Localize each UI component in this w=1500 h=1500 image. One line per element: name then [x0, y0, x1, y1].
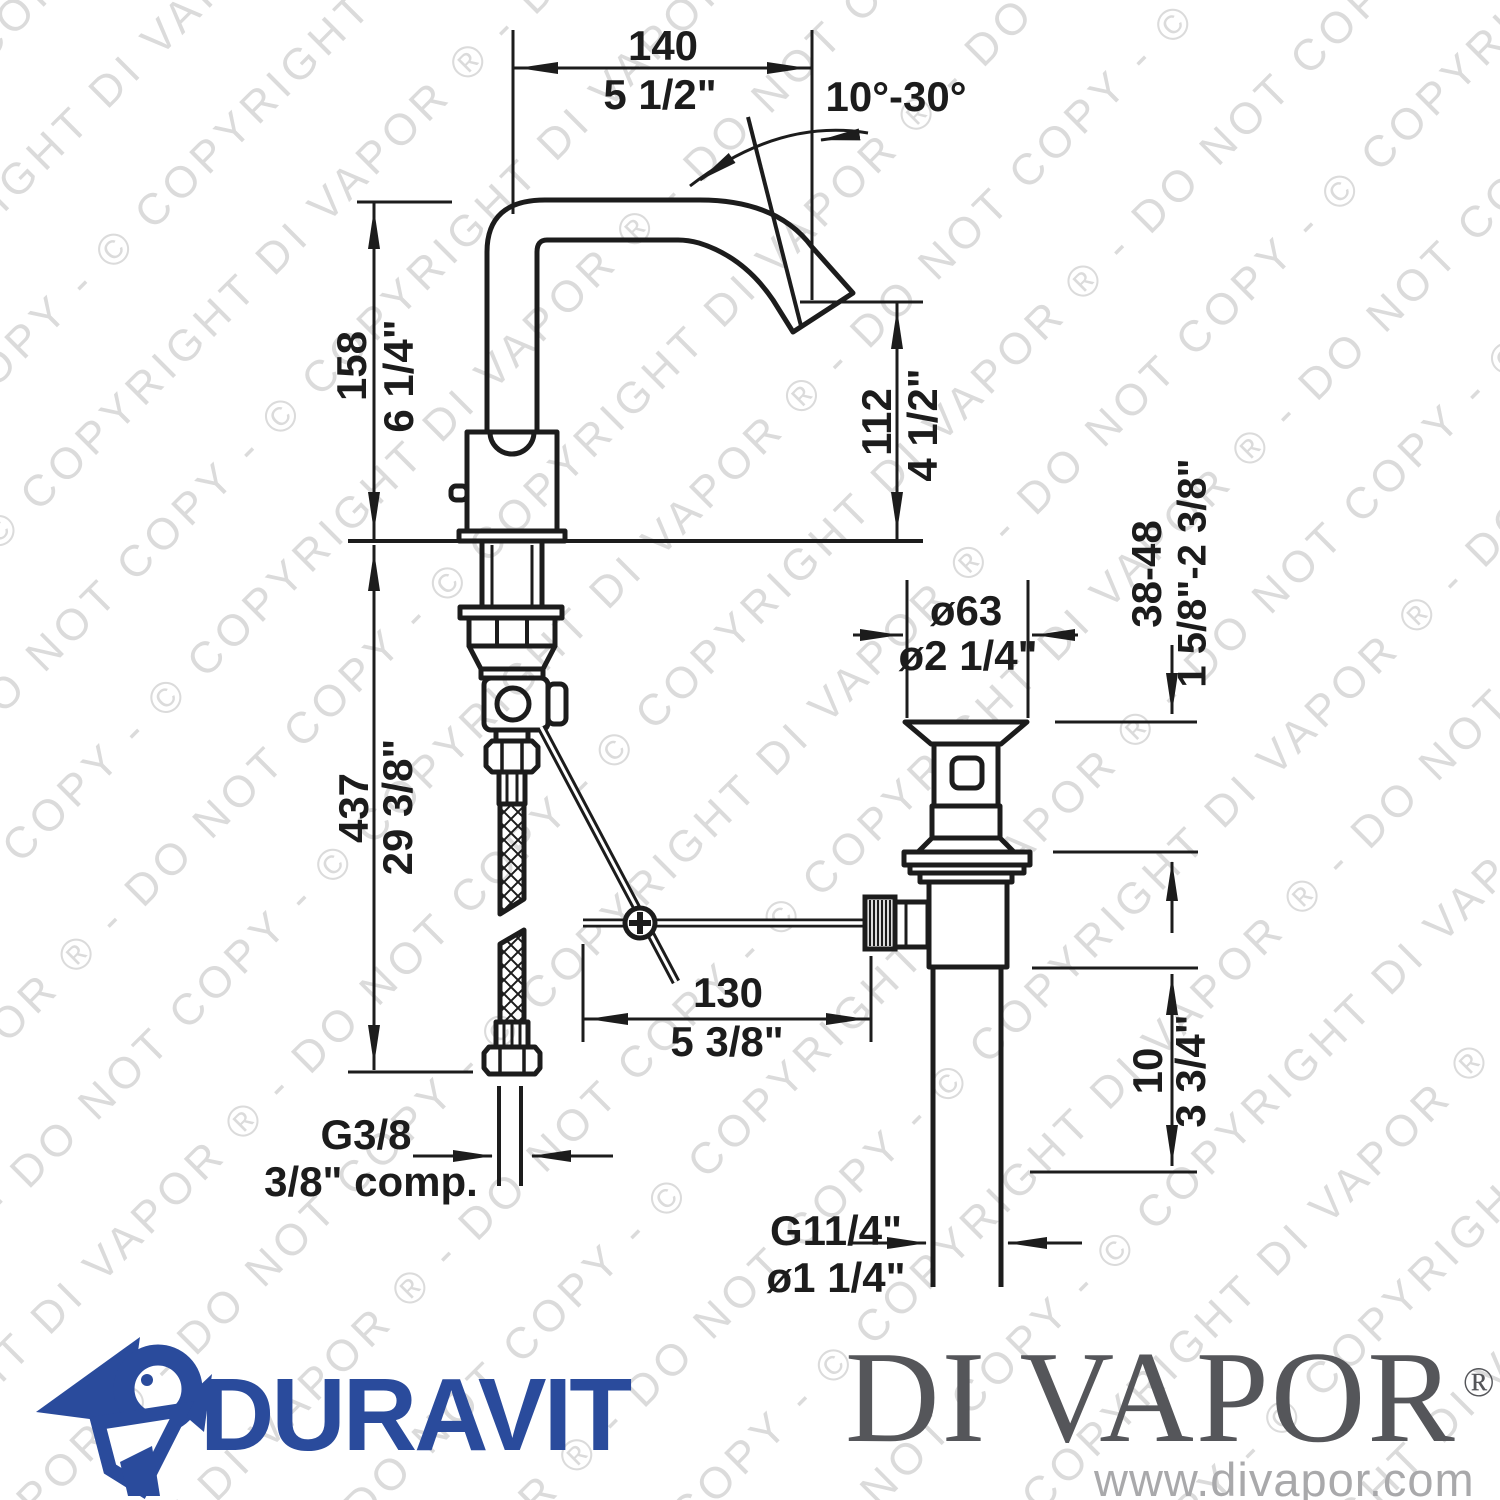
dim-rod-in: 5 3/8" [670, 1018, 784, 1065]
dim-angle: 10°-30° [825, 73, 967, 120]
pop-up-drain [901, 719, 1033, 1287]
dim-height-in: 6 1/4" [375, 319, 422, 433]
dim-drain-dia-mm: ø63 [929, 587, 1003, 634]
dim-rod-mm: 130 [692, 969, 764, 1016]
dim-waste-thread-in: ø1 1/4" [766, 1254, 906, 1301]
dim-depth-mm: 437 [330, 772, 377, 844]
mixer-body [464, 429, 560, 534]
dim-reach-mm: 140 [627, 22, 699, 69]
registered-mark-icon: ® [1462, 1360, 1497, 1407]
divapor-text: DI VAPOR [845, 1325, 1457, 1470]
duravit-wordmark: DURAVIT [200, 1357, 632, 1472]
faucet-outline [448, 197, 856, 1186]
divapor-wordmark: DI VAPOR® [845, 1322, 1497, 1473]
supply-hose [497, 801, 527, 917]
dim-height-mm: 158 [328, 330, 375, 402]
dim-waste-thread: G11/4" [769, 1207, 903, 1254]
dim-deck-mm: 38-48 [1123, 520, 1170, 628]
spout [484, 197, 856, 432]
dim-deck-in: 1 5/8"-2 3/8" [1170, 458, 1215, 688]
dim-drain-dia-in: ø2 1/4" [898, 632, 1038, 679]
dim-tail-mm: 10 [1124, 1047, 1171, 1095]
dim-depth-in: 29 3/8" [374, 738, 421, 876]
dim-outlet-mm: 112 [853, 388, 900, 456]
dim-supply-thread-in: 3/8" comp. [264, 1158, 478, 1205]
divapor-website: www.divapor.com [1094, 1453, 1475, 1500]
dim-outlet-in: 4 1/2" [899, 368, 946, 482]
dim-reach-in: 5 1/2" [603, 71, 717, 118]
pop-up-rod [537, 724, 931, 985]
dim-supply-thread: G3/8 [320, 1111, 412, 1158]
duravit-bird-icon [36, 1337, 212, 1499]
dim-tail-in: 3 3/4" [1167, 1014, 1214, 1128]
dimension-lines [348, 30, 1198, 1249]
